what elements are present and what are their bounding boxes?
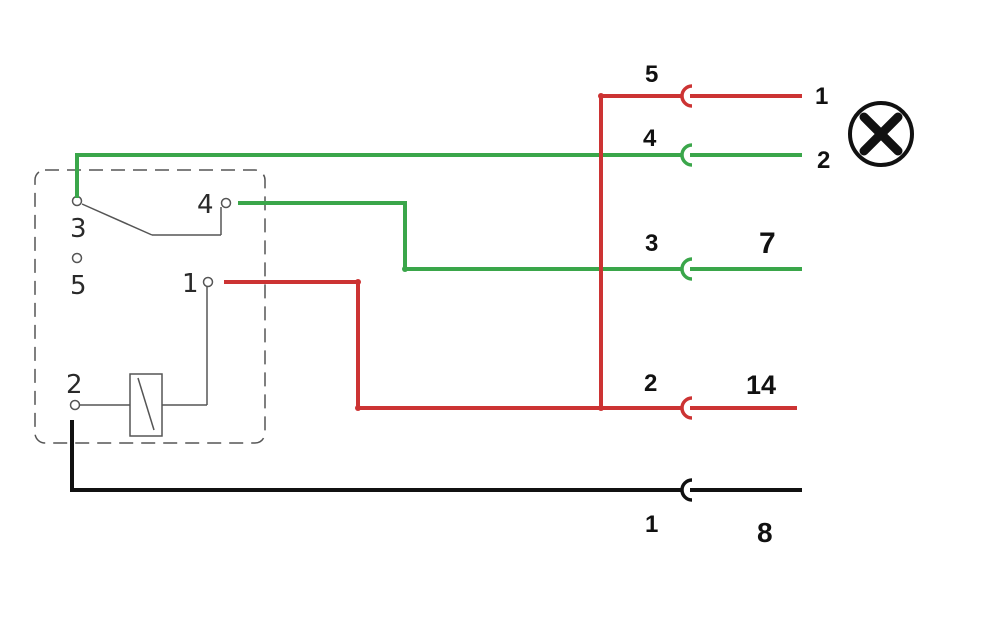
- connector-pin-4-label: 4: [643, 125, 657, 152]
- socket-pin-1: [680, 478, 693, 502]
- relay-pin-4-label: 4: [197, 190, 214, 220]
- relay-pin-3-label: 3: [70, 214, 87, 244]
- connector-pin-labels: 5 4 3 2 1: [643, 61, 658, 538]
- circuit-labels: 1 2 7 14 8: [746, 83, 830, 548]
- relay-terminal-1: [202, 276, 214, 288]
- connector-pin-1-label: 1: [645, 511, 658, 538]
- junction-red-vertical: [598, 405, 604, 411]
- wire-pin2-to-pin5: [599, 94, 682, 410]
- connector-pin-3-label: 3: [645, 230, 658, 257]
- wire-relay2-to-pin1: [70, 420, 682, 492]
- junction-red-relay: [355, 279, 361, 285]
- relay-coil-diagonal: [137, 377, 155, 431]
- relay-terminal-2: [69, 399, 81, 411]
- wire-relay4-to-pin3: [238, 201, 682, 271]
- socket-pin-3: [680, 257, 693, 281]
- circuit-label-14: 14: [746, 370, 776, 400]
- relay-switch-arm: [81, 203, 153, 236]
- junction-red-bottom: [355, 405, 361, 411]
- connector-sockets: [680, 84, 693, 502]
- connector-pin-2-label: 2: [644, 370, 657, 397]
- relay-pin-5-label: 5: [70, 271, 87, 301]
- lamp-x-icon: [848, 101, 914, 167]
- socket-pin-5: [680, 84, 693, 108]
- relay-housing: [34, 169, 266, 444]
- relay-terminal-4: [220, 197, 232, 209]
- wire-relay3-to-pin4: [75, 153, 682, 198]
- circuit-label-1: 1: [815, 83, 828, 110]
- relay-pin-2-label: 2: [66, 370, 83, 400]
- wire-relay1-to-pin2: [224, 280, 682, 410]
- socket-pin-2: [680, 396, 693, 420]
- circuit-label-2: 2: [817, 147, 830, 174]
- junction-red-top: [598, 93, 604, 99]
- socket-pin-4: [680, 143, 693, 167]
- circuit-label-8: 8: [757, 517, 773, 548]
- connector-pin-5-label: 5: [645, 61, 658, 88]
- junction-green: [402, 266, 408, 272]
- circuit-label-7: 7: [759, 227, 776, 260]
- relay-terminal-5: [71, 252, 83, 264]
- relay-internals: 3 5 4 1 2: [66, 190, 232, 437]
- wires: [70, 93, 802, 492]
- relay-pin-1-label: 1: [182, 269, 199, 299]
